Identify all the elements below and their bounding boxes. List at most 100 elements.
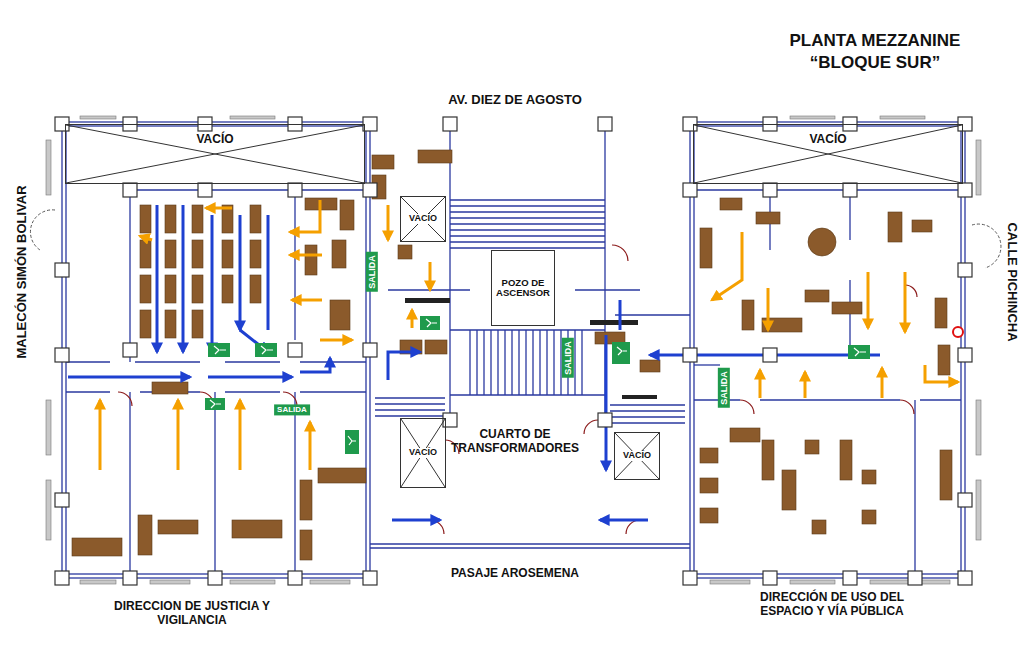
walls <box>66 361 366 362</box>
area-label: VACÍO <box>407 214 439 223</box>
desks <box>165 310 176 338</box>
exit-signs <box>612 342 630 364</box>
desks <box>152 382 188 394</box>
doors <box>900 400 914 414</box>
desks <box>72 538 122 556</box>
evacuation-arrows-orange <box>140 236 152 240</box>
desks <box>192 240 203 268</box>
desks <box>232 520 282 538</box>
columns <box>55 348 69 362</box>
evacuation-arrows-blue <box>211 215 214 352</box>
columns <box>598 413 612 427</box>
desks <box>372 155 394 169</box>
exit-sign: SALIDA <box>274 404 310 415</box>
exit-sign: SALIDA <box>718 368 730 408</box>
windows <box>976 480 981 540</box>
street-name: CALLE PICHINCHA <box>1005 220 1020 343</box>
desks <box>192 275 203 303</box>
evacuation-arrows-orange <box>206 207 232 210</box>
desks <box>165 205 176 233</box>
walls <box>694 126 961 574</box>
columns <box>123 183 137 197</box>
void-area: VACÍO <box>65 124 365 184</box>
exit-signs <box>854 348 866 356</box>
columns <box>763 571 777 585</box>
area-label: VACÍO <box>807 133 848 146</box>
walls <box>375 398 445 416</box>
street-doors <box>30 210 55 250</box>
evacuation-arrows-blue <box>239 215 242 330</box>
evacuation-arrows-orange <box>767 288 770 330</box>
department-label: DIRECCION DE JUSTICIA Y VIGILANCIA <box>101 600 283 628</box>
evacuation-arrows-orange <box>881 368 884 398</box>
doors <box>905 285 917 297</box>
windows <box>976 400 981 455</box>
desks <box>730 428 760 442</box>
desks <box>832 302 862 314</box>
desks <box>742 300 754 330</box>
void-area: VACÍO <box>693 124 963 184</box>
exit-signs <box>348 436 356 445</box>
exit-signs <box>261 346 273 354</box>
evacuation-arrows-blue <box>392 519 440 522</box>
windows <box>230 116 275 119</box>
columns <box>288 183 302 197</box>
windows <box>790 116 835 119</box>
walls <box>66 391 366 392</box>
evacuation-arrows-orange <box>411 310 414 328</box>
columns <box>958 348 972 362</box>
desks <box>425 340 447 354</box>
exit-signs <box>420 316 440 330</box>
area-label: VACÍO <box>407 448 439 457</box>
void-cross <box>694 125 962 183</box>
windows <box>46 116 981 584</box>
evacuation-arrows-orange <box>429 262 432 290</box>
desks <box>720 198 742 210</box>
walls <box>690 190 961 355</box>
evacuation-arrows-orange <box>387 205 390 240</box>
desks <box>222 240 233 268</box>
plan-title: PLANTA MEZZANINE “BLOQUE SUR” <box>786 30 964 74</box>
desks <box>912 220 932 232</box>
evacuation-arrows-orange <box>867 272 870 328</box>
doors <box>118 245 917 534</box>
exit-signs <box>208 343 230 357</box>
columns <box>843 183 857 197</box>
walls-dark <box>405 298 657 399</box>
columns <box>363 183 377 197</box>
windows <box>80 116 116 119</box>
desks <box>138 515 152 555</box>
void-cross <box>66 125 364 183</box>
columns <box>55 263 69 277</box>
walls <box>450 250 605 420</box>
desks <box>888 212 902 242</box>
street-name: MALECÓN SIMÓN BOLIVAR <box>15 183 30 360</box>
desks <box>640 360 660 372</box>
columns <box>198 183 212 197</box>
doors <box>584 420 598 434</box>
evacuation-arrows-orange <box>804 372 807 398</box>
desks <box>862 470 876 484</box>
desks <box>398 245 412 259</box>
columns <box>288 343 302 357</box>
exit-signs <box>617 347 627 355</box>
doors <box>430 520 444 534</box>
void-cross <box>401 197 445 241</box>
evacuation-arrows-orange <box>904 272 907 332</box>
desks <box>762 440 774 480</box>
walls <box>450 124 605 250</box>
desks <box>250 240 261 268</box>
walls <box>130 190 370 362</box>
columns <box>55 117 972 585</box>
exit-signs <box>255 343 277 357</box>
evacuation-arrows-blue <box>300 358 330 372</box>
desks <box>332 240 346 268</box>
desks <box>805 290 829 302</box>
columns <box>683 571 697 585</box>
evacuation-arrows-orange <box>177 400 180 470</box>
area-label: POZO DE ASCENSOR <box>494 278 552 298</box>
windows <box>80 580 116 584</box>
desks <box>250 205 261 233</box>
desks <box>700 478 718 493</box>
